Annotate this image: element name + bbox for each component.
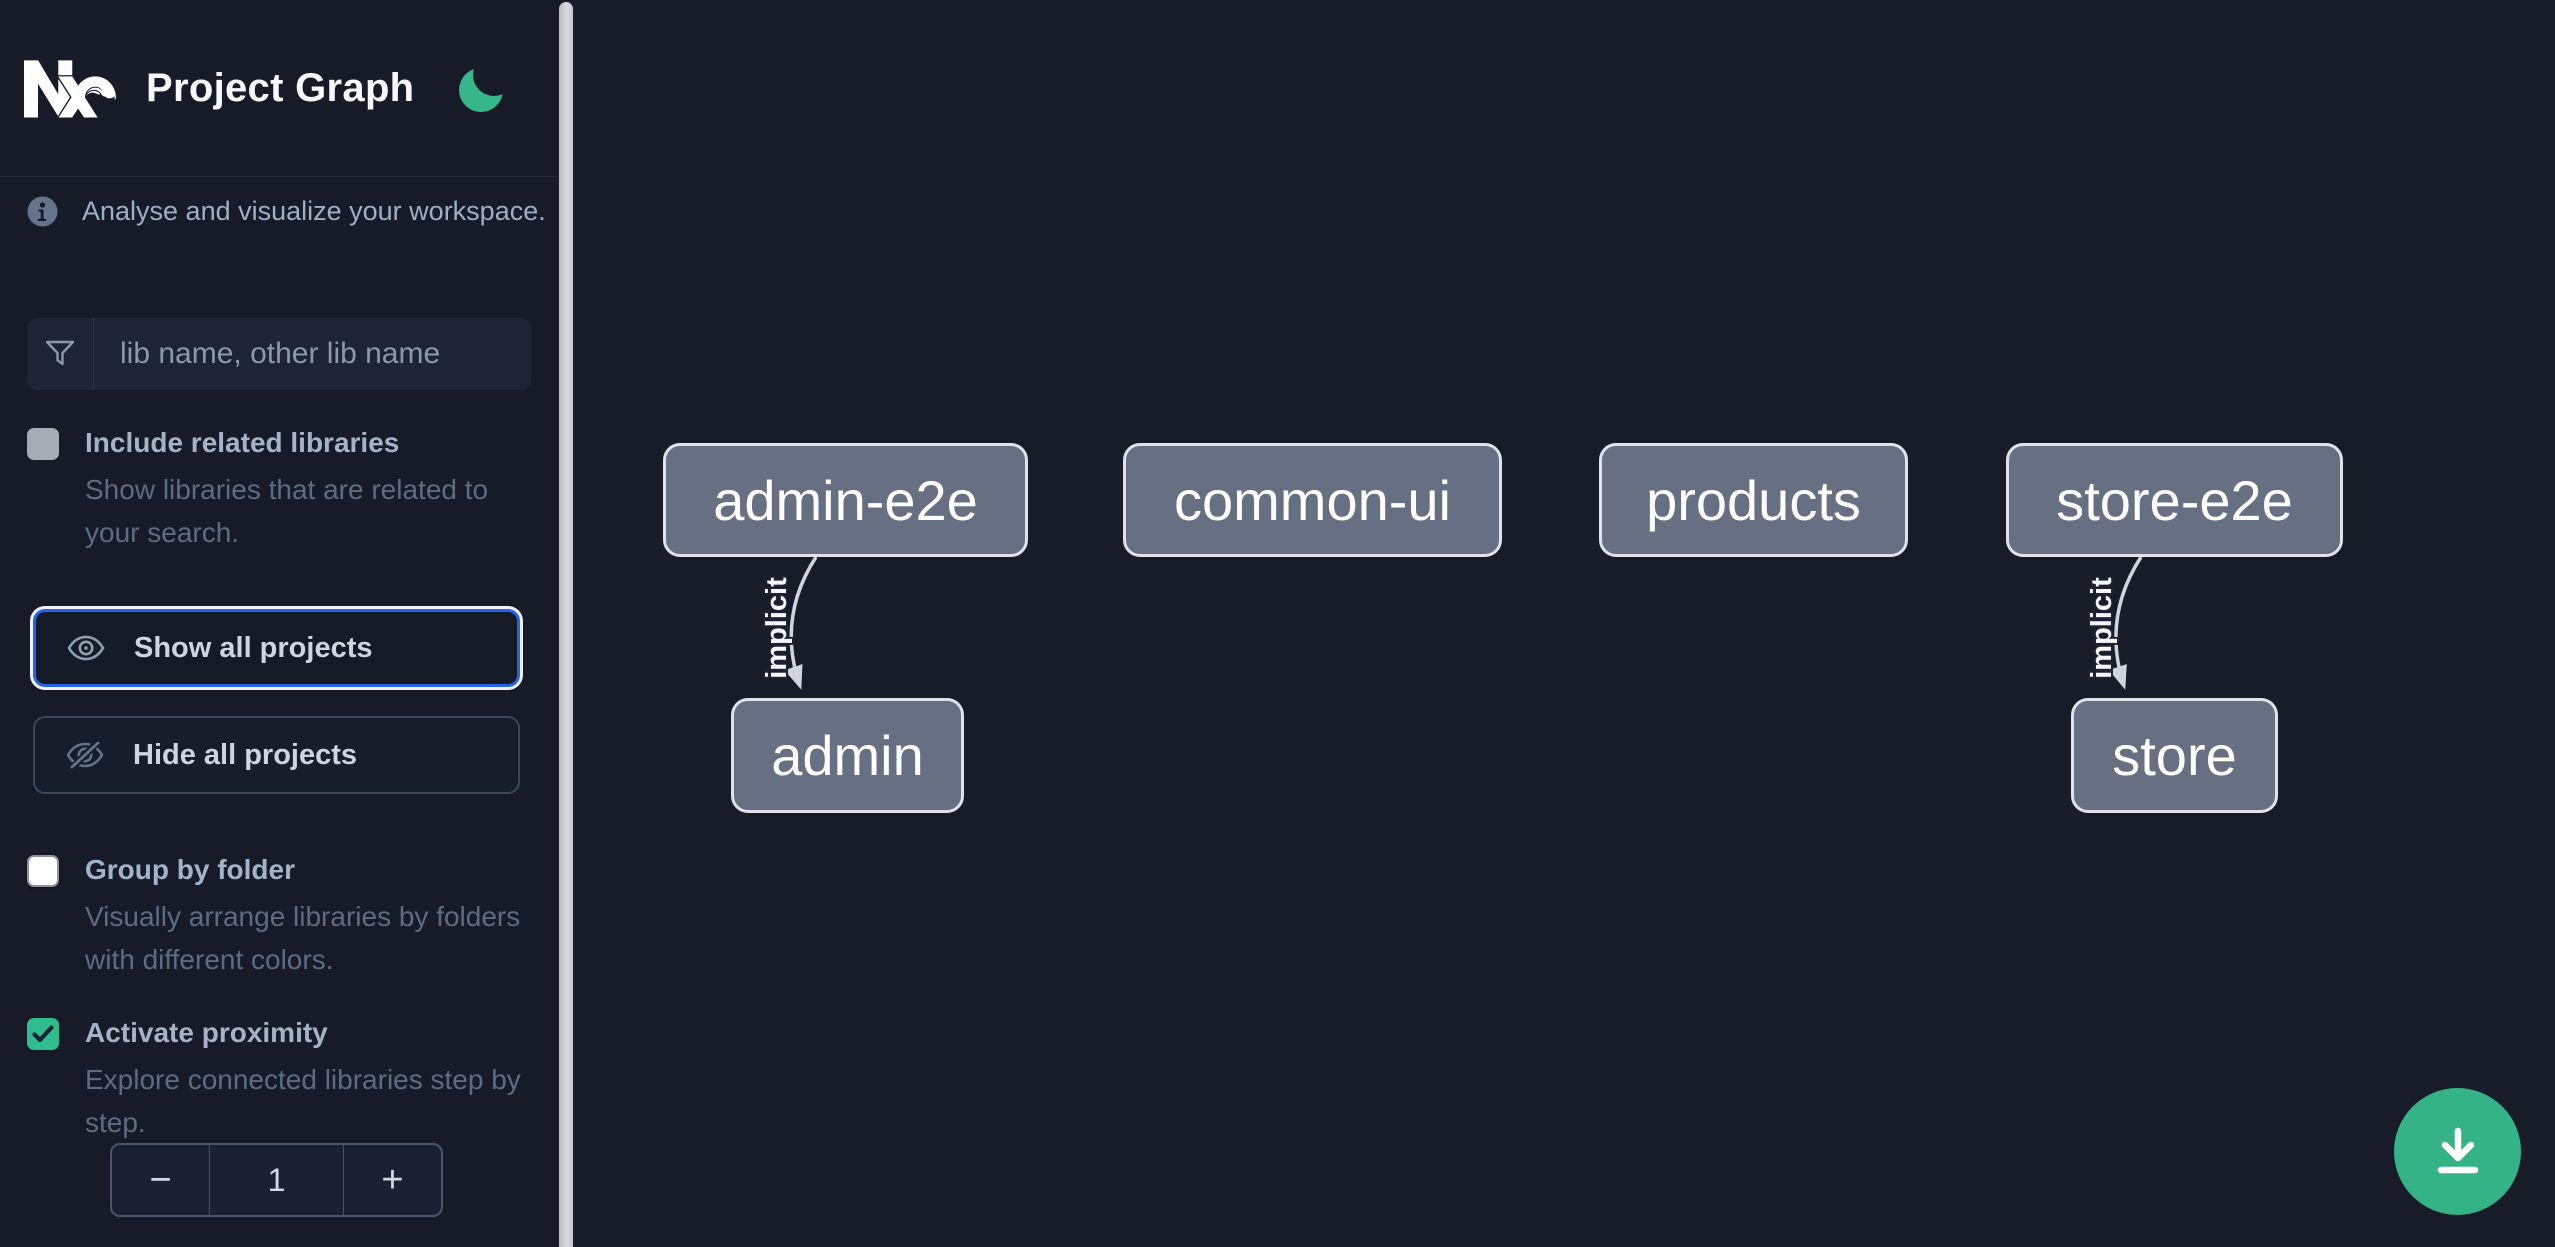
toggle-label[interactable]: Group by folder [85,854,295,885]
graph-canvas[interactable]: implicit implicit admin-e2e common-ui pr… [573,0,2555,1247]
theme-toggle-button[interactable] [456,54,516,115]
graph-edges: implicit implicit [759,556,2143,690]
download-icon [2437,1127,2478,1173]
toggle-group-by-folder: Group by folder Visually arrange librari… [27,853,527,981]
activate-proximity-checkbox[interactable] [27,1018,59,1050]
edge-admin-e2e-admin [784,556,818,690]
toggle-description: Show libraries that are related to your … [85,473,489,548]
page-title: Project Graph [146,65,415,110]
hide-all-projects-label: Hide all projects [133,738,358,771]
check-icon [32,1025,54,1043]
sidebar: Project Graph Analyse and visualize your… [0,0,558,1247]
toggle-activate-proximity: Activate proximity Explore connected lib… [27,1016,527,1144]
related-libraries-checkbox[interactable] [27,428,59,460]
increment-button[interactable]: + [344,1145,441,1215]
sidebar-header: Project Graph [0,0,558,177]
project-node-admin-e2e[interactable]: admin-e2e [663,443,1028,557]
toggle-label[interactable]: Include related libraries [85,427,400,458]
project-node-products[interactable]: products [1599,443,1908,557]
edge-label-implicit: implicit [761,577,793,679]
eye-icon [67,635,105,661]
hide-all-projects-button[interactable]: Hide all projects [33,716,520,794]
sidebar-resizer-handle[interactable] [559,2,573,1247]
toggle-label[interactable]: Activate proximity [85,1017,328,1048]
project-node-store-e2e[interactable]: store-e2e [2006,443,2343,557]
proximity-depth-stepper: − 1 + [110,1143,443,1217]
filter-icon-box [27,318,94,390]
project-node-common-ui[interactable]: common-ui [1123,443,1502,557]
proximity-depth-value: 1 [209,1145,344,1215]
show-all-projects-label: Show all projects [134,631,373,664]
tagline-text: Analyse and visualize your workspace. [82,196,546,226]
decrement-button[interactable]: − [112,1145,209,1215]
filter-icon [45,340,75,366]
group-by-folder-checkbox[interactable] [27,855,59,887]
info-icon [27,196,58,227]
toggle-description: Visually arrange libraries by folders wi… [85,900,521,975]
project-node-store[interactable]: store [2071,698,2278,813]
download-graph-button[interactable] [2394,1088,2521,1215]
search-box [27,318,531,390]
nx-logo-icon [24,60,116,118]
moon-icon [459,54,516,112]
eye-off-icon [66,739,104,771]
toggle-description: Explore connected libraries step by step… [85,1063,521,1138]
edge-store-e2e-store [2108,556,2143,690]
search-input[interactable] [94,318,531,390]
toggle-include-related-libraries: Include related libraries Show libraries… [27,426,527,554]
edge-label-implicit: implicit [2086,577,2118,679]
show-all-projects-button[interactable]: Show all projects [33,609,520,687]
tagline-row: Analyse and visualize your workspace. [27,196,546,227]
project-node-admin[interactable]: admin [731,698,964,813]
